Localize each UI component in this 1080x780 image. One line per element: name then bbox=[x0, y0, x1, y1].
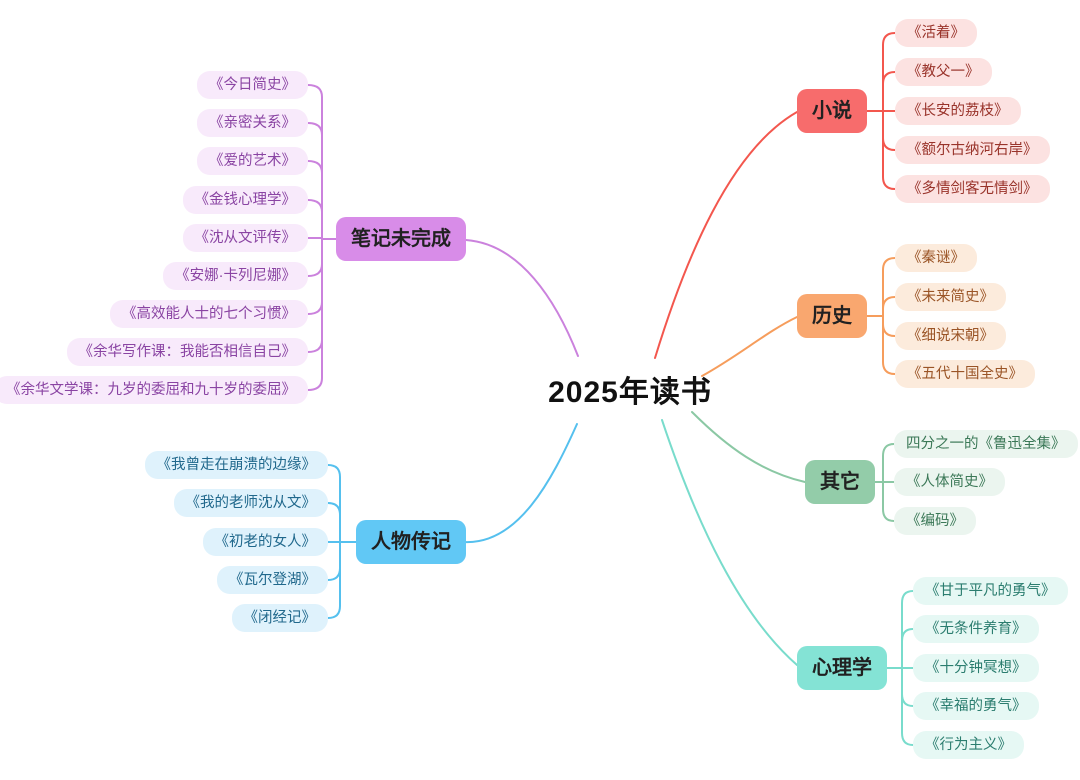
book-node[interactable]: 《人体简史》 bbox=[894, 468, 1005, 496]
branch-node-other[interactable]: 其它 bbox=[805, 460, 875, 504]
book-node[interactable]: 《瓦尔登湖》 bbox=[217, 566, 328, 594]
branch-node-psychology[interactable]: 心理学 bbox=[797, 646, 887, 690]
book-node[interactable]: 《闭经记》 bbox=[231, 604, 328, 632]
book-node[interactable]: 《十分钟冥想》 bbox=[913, 654, 1039, 682]
branch-tree-novel bbox=[866, 32, 896, 190]
book-node[interactable]: 《金钱心理学》 bbox=[182, 186, 308, 214]
branch-node-novel[interactable]: 小说 bbox=[797, 89, 867, 133]
center-curve-novel bbox=[654, 111, 798, 359]
book-node[interactable]: 《我的老师沈从文》 bbox=[173, 489, 328, 517]
branch-tree-biography bbox=[327, 464, 357, 619]
book-node[interactable]: 《今日简史》 bbox=[197, 71, 308, 99]
book-node[interactable]: 《余华写作课：我能否相信自己》 bbox=[66, 338, 308, 366]
book-node[interactable]: 四分之一的《鲁迅全集》 bbox=[894, 430, 1078, 458]
book-node[interactable]: 《教父一》 bbox=[895, 58, 992, 86]
branch-node-biography[interactable]: 人物传记 bbox=[356, 520, 466, 564]
book-node[interactable]: 《多情剑客无情剑》 bbox=[895, 175, 1050, 203]
branch-tree-other bbox=[861, 443, 895, 522]
center-curve-notes-unfinished bbox=[465, 239, 579, 357]
book-node[interactable]: 《幸福的勇气》 bbox=[913, 692, 1039, 720]
book-node[interactable]: 《安娜·卡列尼娜》 bbox=[163, 262, 308, 290]
center-curve-psychology bbox=[661, 419, 798, 666]
book-node[interactable]: 《细说宋朝》 bbox=[895, 322, 1006, 350]
book-node[interactable]: 《余华文学课：九岁的委屈和九十岁的委屈》 bbox=[0, 376, 308, 404]
branch-tree-notes-unfinished bbox=[307, 84, 337, 391]
book-node[interactable]: 《沈从文评传》 bbox=[182, 224, 308, 252]
book-node[interactable]: 《高效能人士的七个习惯》 bbox=[110, 300, 308, 328]
book-node[interactable]: 《秦谜》 bbox=[895, 244, 977, 272]
branch-node-history[interactable]: 历史 bbox=[797, 294, 867, 338]
book-node[interactable]: 《无条件养育》 bbox=[913, 615, 1039, 643]
book-node[interactable]: 《爱的艺术》 bbox=[197, 147, 308, 175]
book-node[interactable]: 《甘于平凡的勇气》 bbox=[913, 577, 1068, 605]
book-node[interactable]: 《行为主义》 bbox=[913, 731, 1024, 759]
branch-node-notes-unfinished[interactable]: 笔记未完成 bbox=[336, 217, 466, 261]
center-curve-history bbox=[701, 316, 798, 377]
book-node[interactable]: 《编码》 bbox=[894, 507, 976, 535]
branch-tree-history bbox=[866, 257, 896, 375]
book-node[interactable]: 《亲密关系》 bbox=[197, 109, 308, 137]
central-topic[interactable]: 2025年读书 bbox=[548, 376, 712, 409]
book-node[interactable]: 《初老的女人》 bbox=[202, 528, 328, 556]
book-node[interactable]: 《我曾走在崩溃的边缘》 bbox=[144, 451, 328, 479]
branch-tree-psychology bbox=[883, 590, 914, 746]
book-node[interactable]: 《活着》 bbox=[895, 19, 977, 47]
center-curve-biography bbox=[463, 423, 578, 544]
book-node[interactable]: 《长安的荔枝》 bbox=[895, 97, 1021, 125]
book-node[interactable]: 《五代十国全史》 bbox=[895, 360, 1035, 388]
book-node[interactable]: 《未来简史》 bbox=[895, 283, 1006, 311]
book-node[interactable]: 《额尔古纳河右岸》 bbox=[895, 136, 1050, 164]
center-curve-other bbox=[691, 411, 806, 483]
